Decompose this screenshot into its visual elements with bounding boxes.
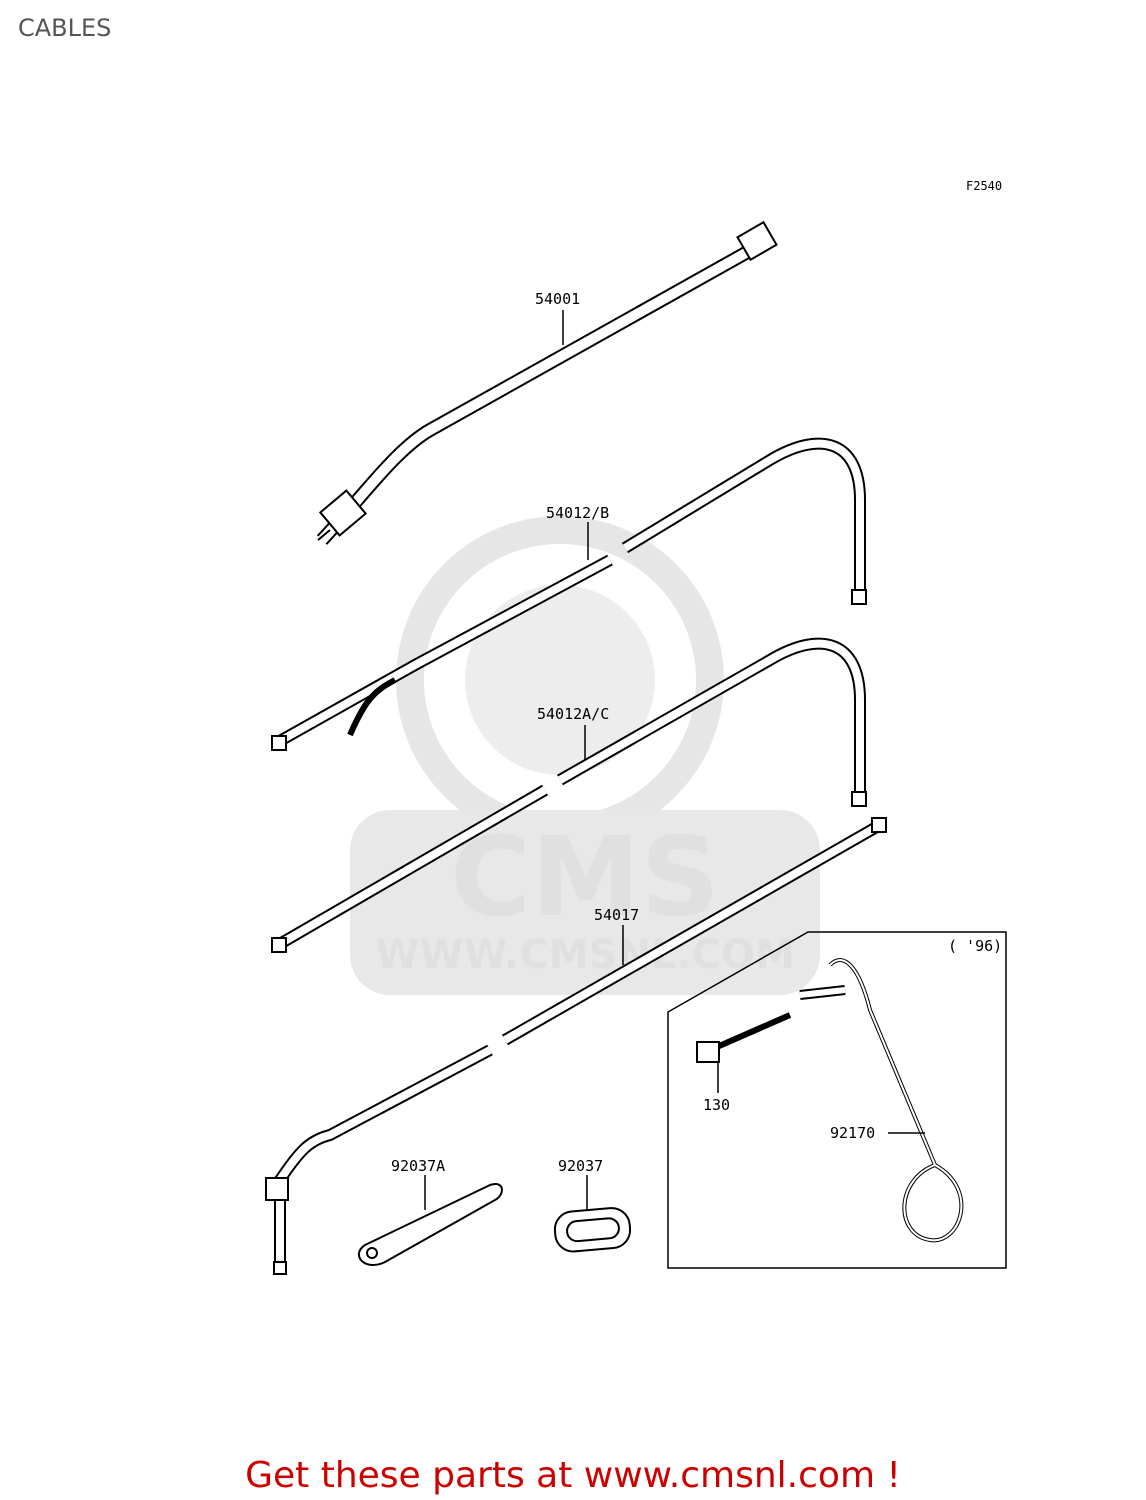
watermark-brand: CMS xyxy=(450,813,719,941)
part-label-54001: 54001 xyxy=(535,290,580,308)
cable-54012-b xyxy=(271,437,867,751)
cable-54012-ac xyxy=(271,637,867,953)
cable-54017 xyxy=(265,817,887,1275)
watermark-url: WWW.CMSNL.COM xyxy=(375,932,795,978)
page-title: CABLES xyxy=(18,14,112,42)
part-label-54017: 54017 xyxy=(594,906,639,924)
part-label-54012-b: 54012/B xyxy=(546,504,609,522)
part-label-92037: 92037 xyxy=(558,1157,603,1175)
part-label-92170: 92170 xyxy=(830,1124,875,1142)
part-label-130: 130 xyxy=(703,1096,730,1114)
parts-diagram: CMS WWW.CMSNL.COM F2540 54001 54012/B 54… xyxy=(265,179,1007,1275)
part-92037a xyxy=(357,1175,503,1266)
cable-54001 xyxy=(316,220,778,545)
get-parts-link[interactable]: Get these parts at www.cmsnl.com ! xyxy=(245,1455,901,1496)
watermark: CMS WWW.CMSNL.COM xyxy=(350,516,820,995)
inset-variant-label: ( '96) xyxy=(948,937,1002,955)
part-label-54012-ac: 54012A/C xyxy=(537,705,609,723)
figure-code: F2540 xyxy=(966,179,1002,193)
part-92037 xyxy=(553,1175,632,1253)
part-label-92037a: 92037A xyxy=(391,1157,445,1175)
inset-96 xyxy=(667,931,1007,1269)
